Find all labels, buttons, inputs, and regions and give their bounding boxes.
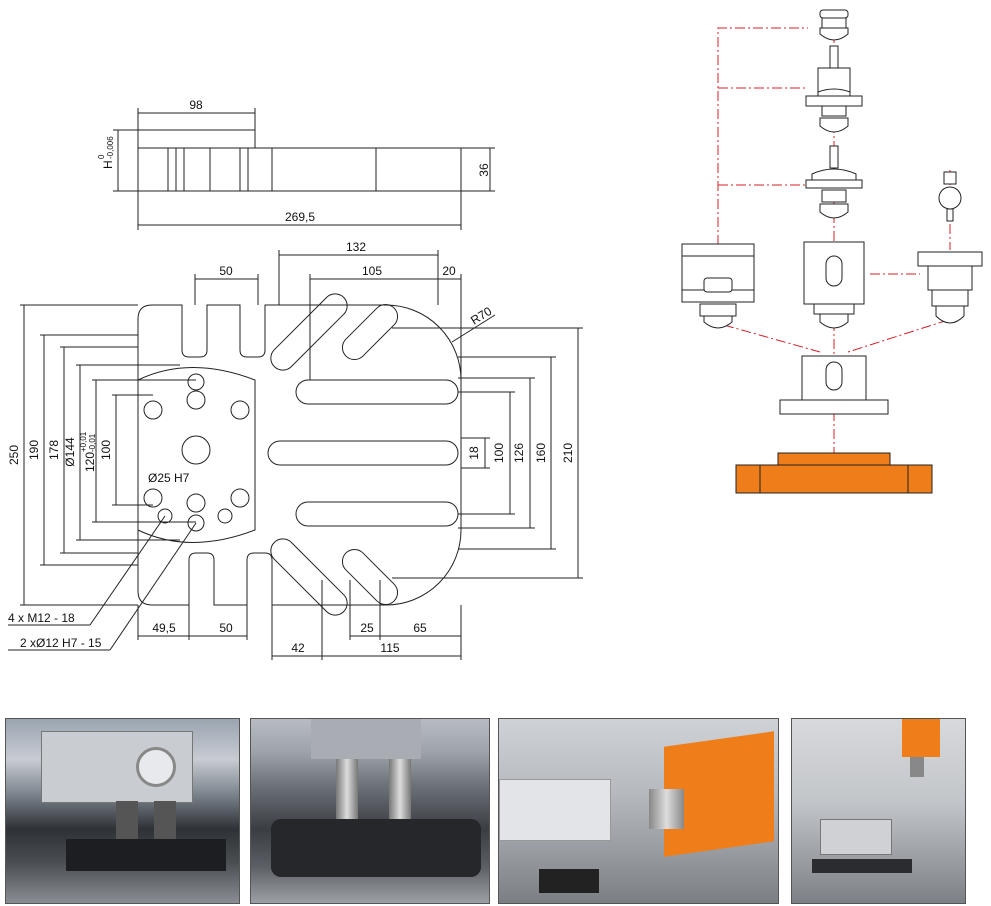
photo-machine-bed-fixture [5, 718, 240, 904]
dim-50-bottom: 50 [219, 621, 233, 635]
dim-105: 105 [362, 264, 382, 278]
photo-dual-clamp-closeup [250, 718, 490, 904]
svg-text:+0,01: +0,01 [79, 431, 88, 452]
dim-65: 65 [413, 621, 427, 635]
dim-178: 178 [47, 440, 61, 460]
photo-machining-center [791, 718, 966, 904]
dim-100-left: 100 [99, 440, 113, 460]
dim-36: 36 [477, 163, 491, 177]
svg-text:H: H [101, 160, 115, 169]
dim-115: 115 [380, 641, 399, 655]
technical-drawing: 98 269,5 36 H 0 -0,006 132 105 50 20 R70… [7, 9, 983, 660]
svg-text:-0,01: -0,01 [88, 433, 97, 452]
fixture-plate-outline [137, 304, 462, 606]
dim-160: 160 [534, 443, 548, 463]
svg-text:-0,006: -0,006 [106, 136, 115, 159]
dim-190: 190 [27, 440, 41, 460]
dim-50-top: 50 [219, 264, 233, 278]
dim-144: Ø144 [63, 437, 77, 467]
exploded-assembly [681, 9, 983, 494]
dim-49-5: 49,5 [152, 621, 176, 635]
svg-text:0: 0 [97, 154, 106, 159]
note-threads: 4 x M12 - 18 [8, 611, 75, 625]
dim-25: 25 [360, 621, 374, 635]
dim-210: 210 [561, 443, 575, 463]
dim-126: 126 [512, 443, 526, 463]
side-view-body [137, 147, 462, 192]
dim-100-right: 100 [492, 443, 506, 463]
dim-250: 250 [7, 445, 21, 465]
orange-base-plate [735, 452, 933, 494]
dim-42: 42 [291, 641, 305, 655]
dim-18: 18 [467, 446, 481, 460]
dim-h-tolerance: H 0 -0,006 [97, 136, 115, 169]
side-view-step [137, 129, 256, 149]
mounting-holes [143, 373, 250, 532]
dim-98: 98 [189, 98, 203, 112]
bore-25-h7: Ø25 H7 [148, 471, 190, 485]
svg-text:120: 120 [83, 452, 97, 472]
dim-20: 20 [442, 264, 456, 278]
photo-orange-spindle-head [498, 718, 779, 904]
dim-120-tolerance: 120 +0,01 -0,01 [79, 431, 97, 472]
clamp-pad [137, 367, 256, 543]
note-pins: 2 xØ12 H7 - 15 [20, 636, 102, 650]
dim-132: 132 [346, 240, 366, 254]
dim-269-5: 269,5 [285, 210, 315, 224]
t-slots [267, 293, 459, 616]
